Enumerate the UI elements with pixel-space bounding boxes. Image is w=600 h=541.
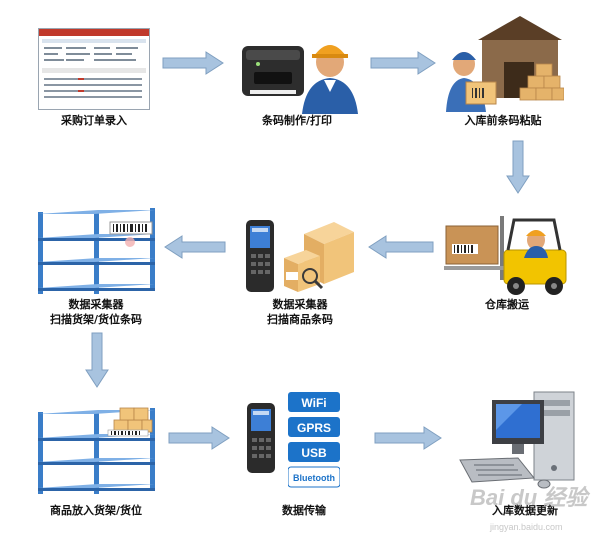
warehouse-move-label: 仓库搬运 [485,298,529,311]
db-update-label: 入库数据更新 [492,504,558,517]
transfer-badges: WiFi GPRS USB Bluetooth [288,392,340,488]
usb-badge [288,442,340,462]
handheld-scanner-icon [247,403,275,473]
scan-product-label-line1: 数据采集器 [272,298,328,311]
po-entry-screen-illustration [38,28,150,110]
gprs-badge-label: GPRS [297,421,331,435]
scan-shelf-label-line2: 扫描货架/货位条码 [49,313,143,326]
baidu-watermark: Bai du 经验 [470,485,588,510]
shelf-with-goods-illustration [38,407,155,494]
bluetooth-badge-label: Bluetooth [293,473,335,483]
shelf-barcode-illustration [38,208,155,294]
shelve-label: 商品放入货架/货位 [49,504,143,517]
usb-badge-label: USB [301,446,327,460]
computer-illustration [459,391,575,489]
po-entry-label: 采购订单录入 [61,114,127,127]
arrow-down-1 [506,140,530,194]
wifi-badge-label: WiFi [301,396,326,410]
arrow-right-4 [374,426,442,450]
data-transfer-label: 数据传输 [282,504,326,517]
arrow-left-2 [164,235,226,259]
arrow-down-2 [85,332,109,388]
arrow-right-1 [162,51,224,75]
barcode-print-label: 条码制作/打印 [261,114,333,127]
forklift-illustration [444,216,567,295]
label-attach-label: 入库前条码粘贴 [464,114,542,127]
scanner-product-illustration [246,220,354,292]
scan-shelf-label-line1: 数据采集器 [68,298,124,311]
arrow-left-1 [368,235,434,259]
gprs-badge [288,417,340,437]
barcode-printer-illustration [242,45,358,114]
warehouse-labeling-illustration [446,16,564,112]
arrow-right-3 [168,426,230,450]
wifi-badge [288,392,340,412]
scan-product-label-line2: 扫描商品条码 [267,313,333,326]
arrow-right-2 [370,51,436,75]
baidu-watermark-url: jingyan.baidu.com [490,522,563,532]
bluetooth-badge [288,466,340,488]
